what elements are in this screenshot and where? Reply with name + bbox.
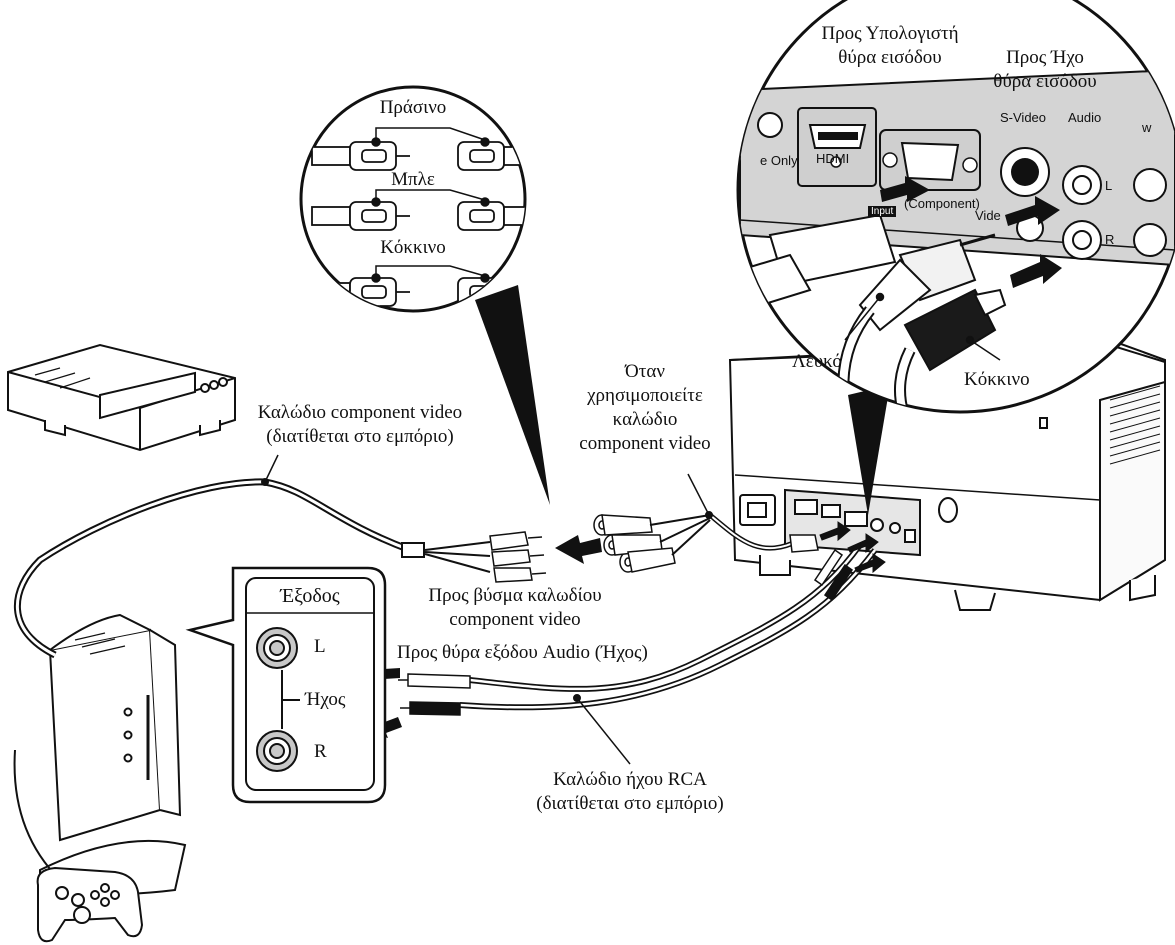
rca-cable-label-2: (διατίθεται στο εμπόριο) bbox=[500, 792, 760, 815]
panel-hdmi-label: HDMI bbox=[816, 151, 849, 166]
rca-cable-label-1: Καλώδιο ήχου RCA bbox=[500, 768, 760, 791]
panel-component-label: (Component) bbox=[904, 196, 980, 211]
to-component-plug-label-2: component video bbox=[390, 608, 640, 631]
green-label: Πράσινο bbox=[363, 96, 463, 119]
to-audio-label-2: θύρα εισόδου bbox=[985, 70, 1105, 93]
component-cable-label-1: Καλώδιο component video bbox=[225, 401, 495, 424]
blue-label: Μπλε bbox=[363, 168, 463, 191]
panel-video-label: Vide bbox=[975, 208, 1001, 223]
panel-audio-label: Audio bbox=[1068, 110, 1101, 125]
component-cable-label-2: (διατίθεται στο εμπόριο) bbox=[225, 425, 495, 448]
when-using-label-2: χρησιμοποιείτε bbox=[560, 384, 730, 407]
panel-only-label: e Only bbox=[760, 153, 798, 168]
game-console bbox=[15, 615, 185, 905]
component-arrow bbox=[555, 535, 602, 564]
game-controller bbox=[38, 868, 142, 941]
panel-r-label: R bbox=[1105, 232, 1114, 247]
panel-l-label: L bbox=[1105, 178, 1112, 193]
output-jack-l bbox=[257, 628, 297, 668]
output-l-label: L bbox=[314, 635, 326, 658]
to-audio-label-1: Προς Ήχο bbox=[985, 46, 1105, 69]
video-device bbox=[8, 345, 235, 450]
to-audio-out-label: Προς θύρα εξόδου Audio (Ήχος) bbox=[397, 641, 648, 664]
output-jack-r bbox=[257, 731, 297, 771]
red-plug-label: Κόκκινο bbox=[964, 368, 1030, 391]
panel-svideo-label: S-Video bbox=[1000, 110, 1046, 125]
output-r-label: R bbox=[314, 740, 327, 763]
to-component-plug-label-1: Προς βύσμα καλωδίου bbox=[390, 584, 640, 607]
when-using-label-3: καλώδιο bbox=[560, 408, 730, 431]
output-title: Έξοδος bbox=[246, 585, 374, 608]
when-using-label-4: component video bbox=[560, 432, 730, 455]
panel-input-label: Input bbox=[868, 206, 896, 217]
when-using-label-1: Όταν bbox=[560, 360, 730, 383]
white-plug-label: Λευκό bbox=[792, 350, 842, 373]
to-computer-label-1: Προς Υπολογιστή bbox=[800, 22, 980, 45]
red-rca-label: Κόκκινο bbox=[363, 236, 463, 259]
to-computer-label-2: θύρα εισόδου bbox=[800, 46, 980, 69]
panel-w-label: w bbox=[1142, 120, 1151, 135]
output-audio-label: Ήχος bbox=[305, 688, 345, 711]
